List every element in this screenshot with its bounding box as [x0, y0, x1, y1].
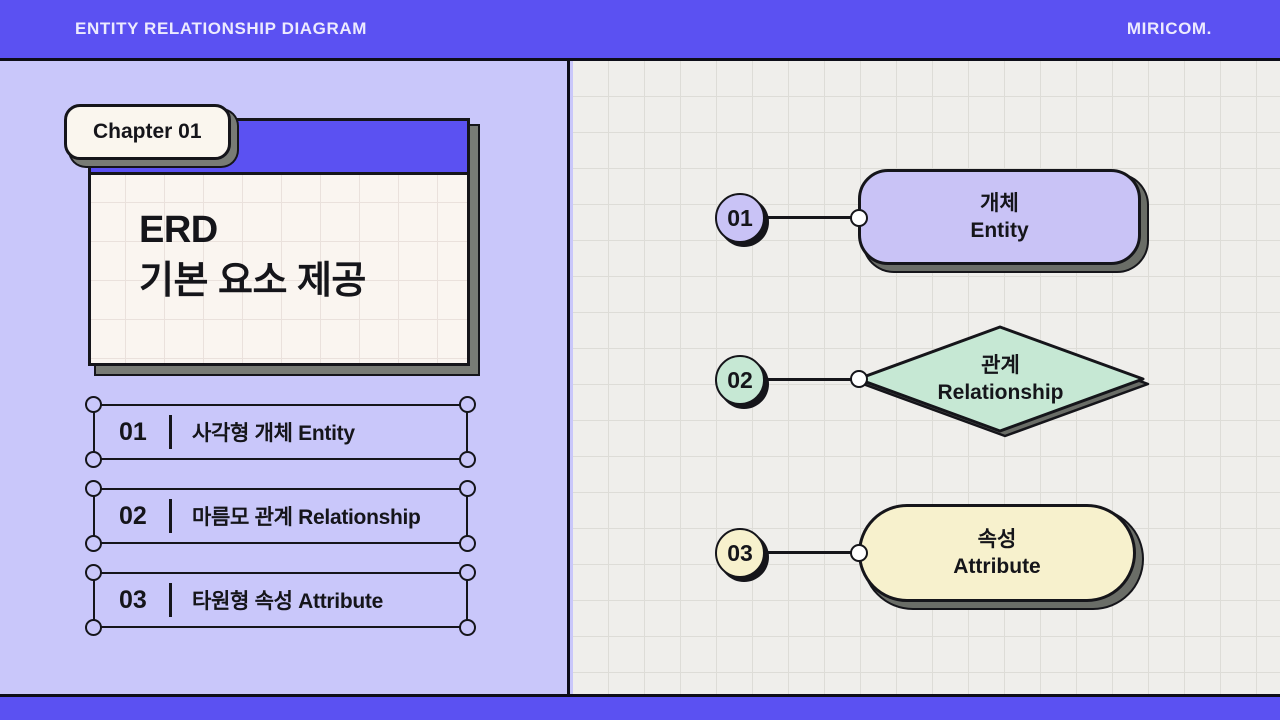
relationship-label-en: Relationship — [937, 381, 1064, 404]
chapter-tab: Chapter 01 — [64, 104, 231, 160]
corner-node-icon — [85, 451, 102, 468]
connector-line — [740, 551, 860, 554]
agenda-item-3: 03 타원형 속성 Attribute — [85, 564, 476, 636]
agenda-number: 01 — [119, 417, 147, 446]
agenda-label: 타원형 속성 Attribute — [192, 590, 383, 613]
entity-shape: 개체 Entity — [858, 169, 1141, 265]
relationship-label: 관계 Relationship — [858, 327, 1143, 431]
corner-node-icon — [85, 564, 102, 581]
connector-port-icon — [850, 209, 868, 227]
corner-node-icon — [85, 619, 102, 636]
corner-node-icon — [85, 535, 102, 552]
badge-number: 02 — [727, 366, 753, 393]
agenda-number: 02 — [119, 501, 147, 530]
chapter-tab-label: Chapter 01 — [93, 120, 202, 143]
diagram-badge-02: 02 — [715, 355, 765, 405]
connector-line — [740, 216, 860, 219]
top-bar: ENTITY RELATIONSHIP DIAGRAM MIRICOM. — [0, 0, 1280, 61]
corner-node-icon — [459, 619, 476, 636]
connector-port-icon — [850, 544, 868, 562]
corner-node-icon — [459, 451, 476, 468]
card-title-line2: 기본 요소 제공 — [139, 260, 366, 302]
corner-node-icon — [459, 564, 476, 581]
attribute-shape: 속성 Attribute — [858, 504, 1136, 602]
connector-port-icon — [850, 370, 868, 388]
diamond-icon — [856, 325, 1150, 438]
entity-label-ko: 개체 — [980, 192, 1019, 215]
agenda-label: 사각형 개체 Entity — [192, 422, 355, 445]
diagram-badge-01: 01 — [715, 193, 765, 243]
relationship-label-ko: 관계 — [981, 354, 1020, 377]
diagram-badge-03: 03 — [715, 528, 765, 578]
title-card-body: ERD 기본 요소 제공 — [91, 175, 467, 363]
attribute-label-en: Attribute — [953, 555, 1041, 578]
card-title-line1: ERD — [139, 209, 218, 251]
brand-logo: MIRICOM. — [1126, 19, 1212, 38]
agenda-label: 마름모 관계 Relationship — [192, 506, 421, 529]
divider — [169, 499, 172, 533]
bottom-bar — [0, 694, 1280, 720]
badge-number: 01 — [727, 204, 753, 231]
agenda-item-2: 02 마름모 관계 Relationship — [85, 480, 476, 552]
badge-number: 03 — [727, 539, 753, 566]
slide-title: ENTITY RELATIONSHIP DIAGRAM — [75, 19, 367, 38]
corner-node-icon — [85, 480, 102, 497]
agenda-number: 03 — [119, 585, 147, 614]
divider — [169, 415, 172, 449]
relationship-shape — [850, 320, 1156, 446]
connector-line — [740, 378, 860, 381]
corner-node-icon — [85, 396, 102, 413]
attribute-label-ko: 속성 — [977, 528, 1017, 551]
agenda-item-1: 01 사각형 개체 Entity — [85, 396, 476, 468]
corner-node-icon — [459, 535, 476, 552]
divider — [169, 583, 172, 617]
entity-label-en: Entity — [970, 219, 1029, 242]
corner-node-icon — [459, 396, 476, 413]
corner-node-icon — [459, 480, 476, 497]
